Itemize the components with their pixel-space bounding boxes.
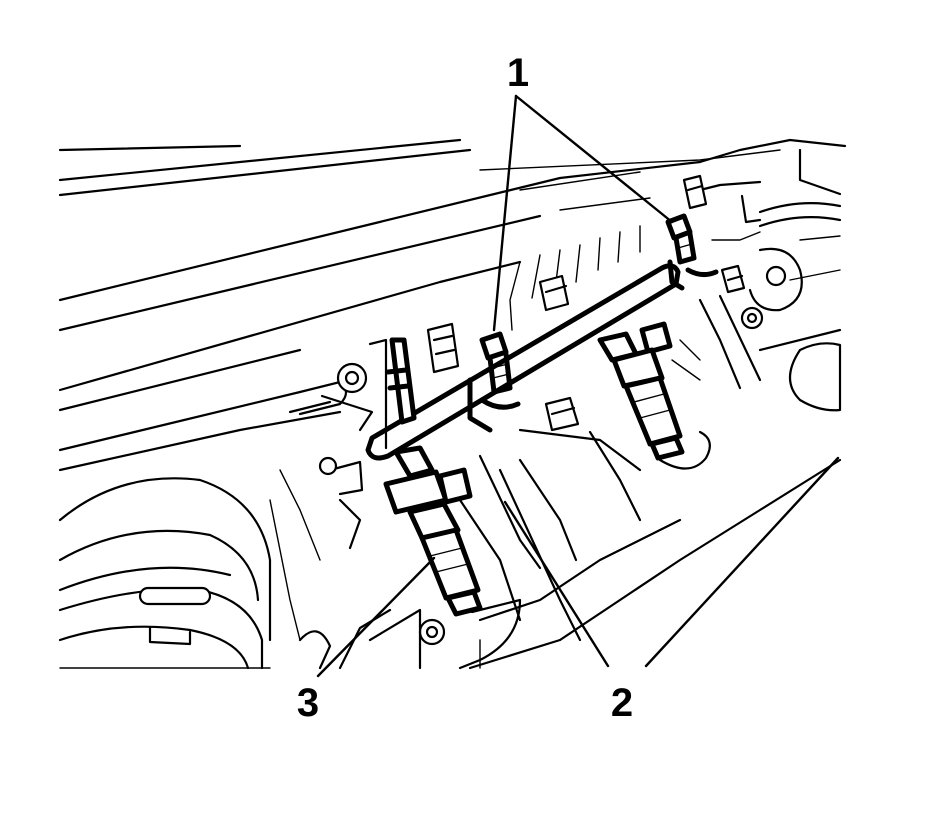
callout-2: 2: [611, 681, 633, 725]
leader-2-left: [503, 500, 610, 668]
leader-1-left: [492, 94, 518, 332]
wire-connectors: [418, 174, 764, 646]
rail-bolt-left: [479, 331, 513, 395]
fuel-rail: [365, 259, 719, 461]
housing-slot: [138, 586, 212, 606]
injector-front: [383, 445, 483, 617]
injector-rear: [597, 321, 685, 461]
leader-2-right: [644, 456, 840, 668]
vacuum-hose: [269, 362, 374, 641]
rail-bolt-right: [665, 213, 697, 265]
cylinder-head: [298, 148, 842, 670]
leader-1-right: [514, 94, 674, 224]
callout-1: 1: [507, 51, 529, 95]
callout-leaders: [316, 94, 840, 678]
air-cleaner-housing: [58, 477, 272, 670]
intake-plenum: [58, 138, 847, 472]
leader-3: [316, 556, 436, 678]
callout-3: 3: [297, 681, 319, 725]
